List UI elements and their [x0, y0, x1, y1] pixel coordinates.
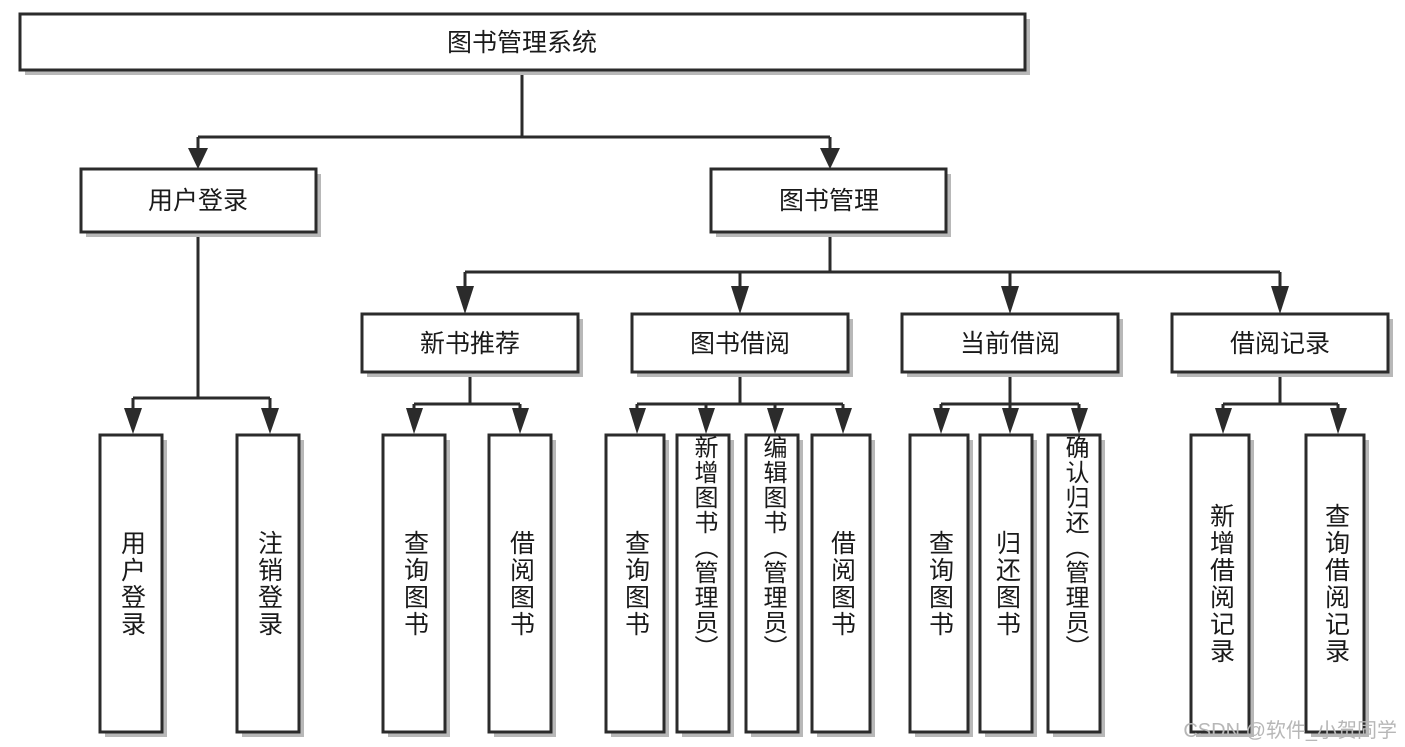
arrowhead-userlogin: [188, 148, 208, 169]
leaf-bb-add-book[interactable]: [675, 433, 734, 737]
leaf-cb-confirm-return[interactable]: [1046, 433, 1105, 737]
arrowhead-nb-borrow: [512, 408, 529, 434]
arrowhead-br-query: [1330, 408, 1347, 434]
node-new-book-recommend-label: 新书推荐: [420, 330, 520, 358]
node-new-book-recommend[interactable]: 新书推荐: [360, 312, 583, 377]
node-book-management[interactable]: 图书管理: [709, 167, 951, 237]
leaf-logout[interactable]: [235, 433, 304, 737]
arrowhead-bb-add: [698, 408, 715, 434]
leaf-nb-query-book[interactable]: [381, 433, 450, 737]
arrowhead-bookmgmt: [820, 148, 840, 169]
leaf-user-login[interactable]: [98, 433, 167, 737]
arrowhead-bookborrow: [731, 286, 749, 314]
arrowhead-leaf-user-login: [124, 408, 142, 434]
node-book-borrow[interactable]: 图书借阅: [630, 312, 853, 377]
arrowhead-bb-query: [629, 408, 646, 434]
leaf-bb-borrow-book[interactable]: [810, 433, 875, 737]
arrowhead-newbook: [456, 286, 474, 314]
node-book-borrow-label: 图书借阅: [690, 330, 790, 358]
arrowhead-bb-edit: [767, 408, 784, 434]
node-current-borrow[interactable]: 当前借阅: [900, 312, 1123, 377]
node-borrow-record-label: 借阅记录: [1230, 330, 1330, 358]
arrowhead-bb-borrow: [835, 408, 852, 434]
arrowhead-cb-confirm: [1071, 408, 1088, 434]
leaf-cb-return-book[interactable]: [978, 433, 1037, 737]
node-user-login[interactable]: 用户登录: [79, 167, 321, 237]
edges-layer: [124, 70, 1347, 434]
node-book-management-label: 图书管理: [779, 187, 879, 215]
arrowhead-cb-query: [933, 408, 950, 434]
node-current-borrow-label: 当前借阅: [960, 330, 1060, 358]
node-borrow-record[interactable]: 借阅记录: [1170, 312, 1393, 377]
leaf-cb-query-book[interactable]: [908, 433, 973, 737]
node-root[interactable]: 图书管理系统: [18, 12, 1030, 75]
node-user-login-label: 用户登录: [148, 187, 248, 215]
node-root-label: 图书管理系统: [447, 29, 597, 57]
arrowhead-currentborrow: [1001, 286, 1019, 314]
leaf-bb-query-book[interactable]: [604, 433, 669, 737]
arrowhead-nb-query: [406, 408, 423, 434]
leaf-bb-edit-book[interactable]: [744, 433, 803, 737]
nodes-layer: 图书管理系统 用户登录 图书管理 新书推荐: [18, 12, 1393, 737]
arrowhead-borrowrecord: [1271, 286, 1289, 314]
leaf-nb-borrow-book[interactable]: [487, 433, 556, 737]
leaf-br-query-record[interactable]: [1304, 433, 1369, 737]
arrowhead-leaf-logout: [261, 408, 279, 434]
arrowhead-br-add: [1215, 408, 1232, 434]
leaf-br-add-record[interactable]: [1189, 433, 1254, 737]
arrowhead-cb-return: [1002, 408, 1019, 434]
